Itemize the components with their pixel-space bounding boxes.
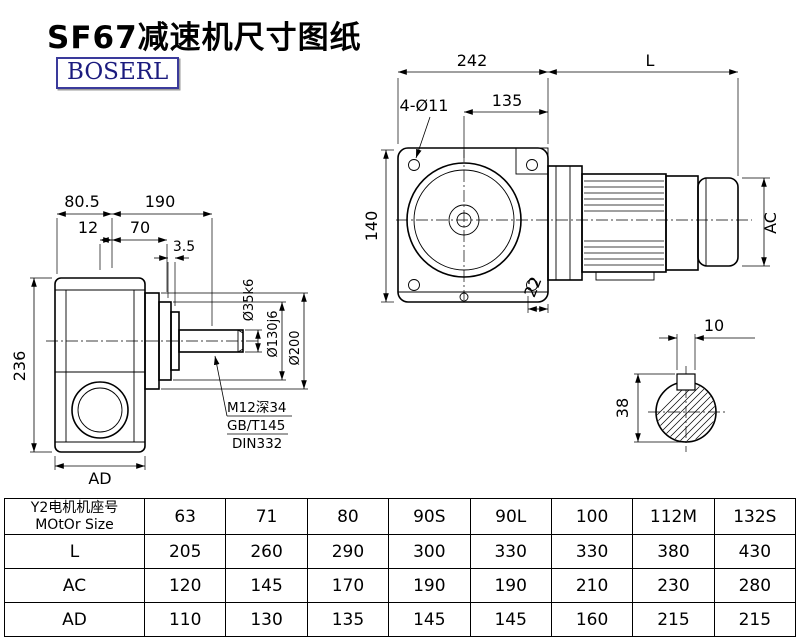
table-cell: 430 [713, 534, 797, 569]
dim-bolt-holes: 4-Ø11 [400, 96, 449, 115]
table-cell: 130 [225, 602, 308, 637]
table-cell: 330 [469, 534, 552, 569]
table-cell: 112M [632, 498, 715, 535]
table-cell: 280 [713, 568, 797, 603]
table-cell: 170 [306, 568, 390, 603]
dimension-table: Y2电机机座号 MOtOr Size 63 71 80 90S 90L 100 … [4, 498, 797, 637]
row-label: AC [4, 568, 145, 603]
motor-size-header-cn: Y2电机机座号 [30, 499, 119, 516]
table-cell: 190 [388, 568, 471, 603]
table-cell: 90S [388, 498, 471, 535]
technical-drawing: 242 L 4-Ø11 135 140 22 AC [10, 51, 780, 488]
table-cell: 215 [632, 602, 715, 637]
motor-size-header-en: MOtOr Size [35, 516, 114, 533]
row-label: AD [4, 602, 145, 637]
table-cell: 290 [306, 534, 390, 569]
dim-key-flat: 38 [613, 398, 632, 418]
dim-keyway-width: 10 [704, 316, 724, 335]
table-cell: 80 [306, 498, 390, 535]
dim-shaft-dia: Ø35k6 [242, 279, 257, 322]
dim-236: 236 [10, 351, 29, 382]
dim-190: 190 [145, 192, 176, 211]
table-cell: 100 [550, 498, 634, 535]
table-cell: 160 [550, 602, 634, 637]
dim-80-5: 80.5 [64, 192, 100, 211]
row-label: L [4, 534, 145, 569]
dim-242: 242 [457, 51, 488, 70]
dim-3-5: 3.5 [173, 239, 195, 255]
note-gb-standard: GB/T145 [227, 418, 285, 434]
table-cell: 210 [550, 568, 634, 603]
front-view [396, 147, 752, 303]
table-row-motor-size: Y2电机机座号 MOtOr Size 63 71 80 90S 90L 100 … [4, 498, 797, 535]
table-cell: 110 [143, 602, 227, 637]
table-cell: 380 [632, 534, 715, 569]
dim-flange-dia: Ø200 [288, 330, 303, 365]
table-row-L: L 205 260 290 300 330 330 380 430 [4, 534, 797, 569]
table-row-AC: AC 120 145 170 190 190 210 230 280 [4, 568, 797, 603]
table-cell: 145 [388, 602, 471, 637]
table-cell: 145 [225, 568, 308, 603]
dim-135: 135 [492, 91, 523, 110]
table-cell: 205 [143, 534, 227, 569]
dim-12: 12 [78, 218, 98, 237]
table-cell: 230 [632, 568, 715, 603]
table-cell: 71 [225, 498, 308, 535]
side-view [46, 277, 258, 453]
table-row-AD: AD 110 130 135 145 145 160 215 215 [4, 602, 797, 637]
dim-70: 70 [130, 218, 150, 237]
table-cell: 330 [550, 534, 634, 569]
table-cell: 300 [388, 534, 471, 569]
dim-22: 22 [520, 274, 545, 300]
note-tap: M12深34 [227, 400, 287, 416]
brand-logo: BOSERL [56, 57, 180, 89]
table-cell: 215 [713, 602, 797, 637]
side-view-dimensions: 80.5 190 12 70 3.5 236 AD [10, 192, 308, 488]
dim-spigot-dia: Ø130j6 [266, 311, 281, 358]
dim-L: L [646, 51, 655, 70]
front-view-dimensions: 242 L 4-Ø11 135 140 22 AC [362, 51, 780, 313]
dim-AC: AC [761, 212, 780, 234]
note-din-standard: DIN332 [232, 436, 282, 452]
dim-AD: AD [88, 469, 111, 488]
table-cell: 63 [143, 498, 227, 535]
table-cell: 132S [713, 498, 797, 535]
motor-size-header-cell: Y2电机机座号 MOtOr Size [4, 498, 145, 535]
table-cell: 260 [225, 534, 308, 569]
table-cell: 190 [469, 568, 552, 603]
table-cell: 90L [469, 498, 552, 535]
shaft-section-view: 10 38 [613, 316, 755, 452]
page-title: SF67减速机尺寸图纸 [47, 20, 362, 56]
table-cell: 135 [306, 602, 390, 637]
motor-fins [584, 180, 664, 266]
table-cell: 120 [143, 568, 227, 603]
table-cell: 145 [469, 602, 552, 637]
dim-140: 140 [362, 211, 381, 242]
